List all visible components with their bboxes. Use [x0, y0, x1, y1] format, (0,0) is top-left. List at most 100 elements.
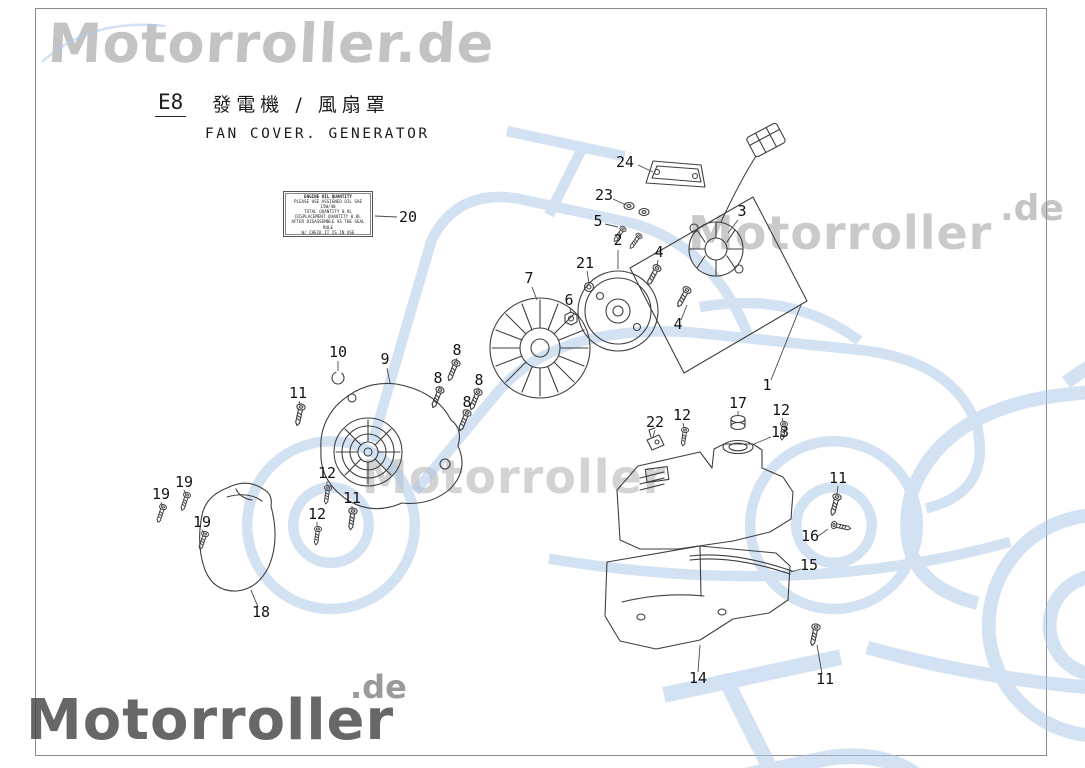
part-11-screw-drawing [807, 622, 822, 648]
callout-leader-line [160, 501, 163, 507]
callout-leader-line [680, 304, 688, 321]
callout-leader-line [201, 529, 205, 534]
part-9-fan-cover-drawing [320, 382, 463, 510]
oil-plate-line: W/ CHECK IT IS IN USE [301, 229, 355, 235]
callout-number-8: 8 [433, 369, 442, 387]
callout-leader-line [816, 528, 829, 538]
oil-plate-line: TOTAL QUANTITY 0.9L [304, 209, 352, 215]
section-code: E8 [155, 90, 187, 117]
part-3-connector-drawing [746, 122, 786, 158]
callout-number-21: 21 [576, 254, 594, 272]
part-11-screw-drawing [292, 402, 307, 428]
callout-number-13: 13 [771, 423, 789, 441]
callout-leader-line [386, 367, 391, 384]
section-title-en: FAN COVER. GENERATOR [205, 126, 430, 142]
callout-leader-line [604, 223, 619, 228]
part-4-bolt-drawing [673, 284, 693, 310]
callout-number-7: 7 [524, 269, 533, 287]
callout-leader-line [477, 387, 480, 391]
callout-number-23: 23 [595, 186, 613, 204]
callout-number-4: 4 [673, 315, 682, 333]
part-22-bracket-drawing [646, 427, 665, 451]
callout-leader-line [697, 644, 701, 673]
callout-number-6: 6 [564, 291, 573, 309]
part-2-rotor-drawing [577, 270, 659, 352]
part-7-fan-drawing [489, 297, 591, 399]
callout-number-20: 20 [399, 208, 417, 226]
callout-number-19: 19 [193, 513, 211, 531]
callout-number-11: 11 [289, 384, 307, 402]
part-19-screw-drawing [196, 530, 210, 551]
oil-plate-line: ENGINE OIL QUANTITY [304, 194, 352, 199]
part-15-rod-drawing [689, 554, 793, 575]
oil-plate-line: AFTER DISASSEMBLE AS THE SEAL RULE [291, 219, 365, 230]
part-8-screw-drawing [444, 358, 462, 383]
callout-number-12: 12 [308, 505, 326, 523]
part-19-screw-drawing [154, 503, 168, 524]
callout-leader-line [656, 259, 659, 267]
part-18-cover-drawing [199, 482, 276, 592]
part-11-screw-drawing [827, 492, 843, 517]
callout-leader-line [727, 219, 739, 234]
callout-number-12: 12 [318, 464, 336, 482]
callout-number-3: 3 [737, 202, 746, 220]
callout-leader-line [612, 198, 627, 206]
callout-number-19: 19 [175, 473, 193, 491]
callout-number-12: 12 [772, 401, 790, 419]
callout-leader-line [250, 589, 259, 608]
callout-number-11: 11 [829, 469, 847, 487]
part-23-washers-drawing [623, 201, 650, 217]
callout-leader-line [374, 215, 398, 218]
part-13-upper-shroud-drawing [616, 439, 794, 550]
callout-leader-line [836, 485, 839, 496]
swoosh-watermark-icon [41, 23, 166, 63]
callout-number-22: 22 [646, 413, 664, 431]
scooter-watermark-icon [83, 657, 1085, 768]
part-16-screw-drawing [830, 520, 853, 533]
callout-leader-line [183, 489, 187, 495]
callout-number-15: 15 [800, 556, 818, 574]
part-6-nut-drawing [564, 311, 578, 326]
callout-leader-line [586, 270, 590, 284]
part-1-panel-drawing [629, 196, 808, 374]
callout-number-10: 10 [329, 343, 347, 361]
callout-leader-line [531, 286, 538, 301]
part-5-screw-drawing [627, 231, 644, 251]
part-10-clip-drawing [331, 371, 345, 385]
callout-number-11: 11 [816, 670, 834, 688]
part-17-cap-drawing [730, 414, 746, 431]
callout-number-4: 4 [654, 243, 663, 261]
callout-leader-line [682, 422, 685, 429]
callout-number-9: 9 [380, 350, 389, 368]
part-11-screw-drawing [345, 506, 359, 531]
callout-number-2: 2 [613, 231, 622, 249]
callout-leader-line [770, 304, 802, 381]
callout-number-1: 1 [762, 376, 771, 394]
part-12-screw-drawing [678, 426, 690, 447]
callout-leader-line [781, 417, 784, 423]
part-24-bracket-drawing [645, 160, 706, 188]
part-12-screw-drawing [311, 525, 323, 546]
callout-number-18: 18 [252, 603, 270, 621]
callout-number-24: 24 [616, 153, 634, 171]
callout-number-16: 16 [801, 527, 819, 545]
callout-leader-line [438, 385, 441, 389]
callout-number-12: 12 [673, 406, 691, 424]
callout-leader-line [569, 307, 572, 314]
callout-leader-line [298, 400, 301, 406]
callout-number-5: 5 [593, 212, 602, 230]
callout-leader-line [790, 568, 802, 573]
callout-leader-line [816, 644, 823, 675]
callout-number-11: 11 [343, 489, 361, 507]
callout-number-19: 19 [152, 485, 170, 503]
callout-leader-line [652, 429, 656, 438]
callout-number-8: 8 [474, 371, 483, 389]
part-3-stator-drawing [688, 122, 786, 277]
oil-plate-line: PLEASE USE ASSIGNED OIL SAE 15W/40 [293, 199, 363, 210]
callout-number-8: 8 [462, 393, 471, 411]
